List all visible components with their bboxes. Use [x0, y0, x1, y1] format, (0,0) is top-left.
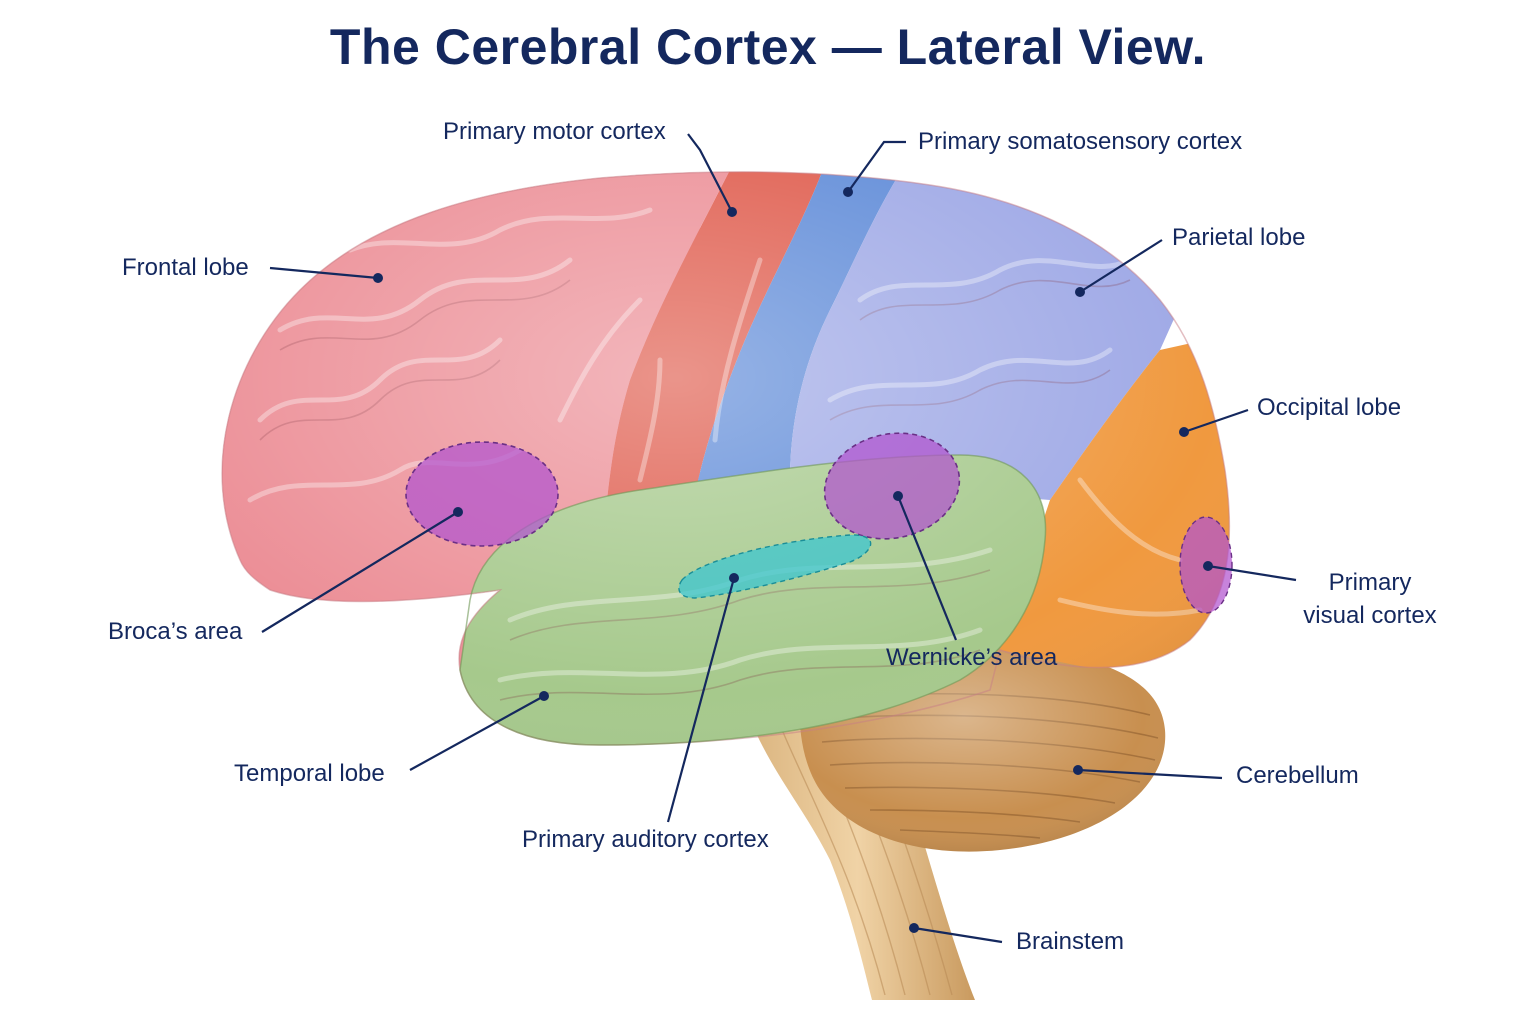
leader-dots — [373, 187, 1213, 933]
label-cerebellum: Cerebellum — [1236, 762, 1359, 789]
label-temporal-lobe: Temporal lobe — [234, 760, 385, 787]
label-primary-visual-cortex: Primary visual cortex — [1303, 569, 1437, 629]
label-primary-motor-cortex: Primary motor cortex — [443, 118, 666, 145]
label-primary-somatosensory-cortex: Primary somatosensory cortex — [918, 128, 1243, 155]
leader-lines — [261, 133, 1297, 944]
label-wernickes-area: Wernicke’s area — [886, 644, 1058, 671]
primary-auditory-cortex-shape — [678, 534, 872, 599]
page-title: The Cerebral Cortex — Lateral View. — [329, 19, 1207, 75]
label-brocas-area: Broca’s area — [108, 618, 243, 645]
label-frontal-lobe: Frontal lobe — [122, 254, 249, 281]
label-occipital-lobe: Occipital lobe — [1257, 394, 1402, 421]
label-primary-auditory-cortex: Primary auditory cortex — [522, 826, 769, 853]
wernicke-area-shape — [823, 432, 961, 540]
label-brainstem: Brainstem — [1016, 928, 1125, 955]
label-parietal-lobe: Parietal lobe — [1172, 224, 1306, 251]
